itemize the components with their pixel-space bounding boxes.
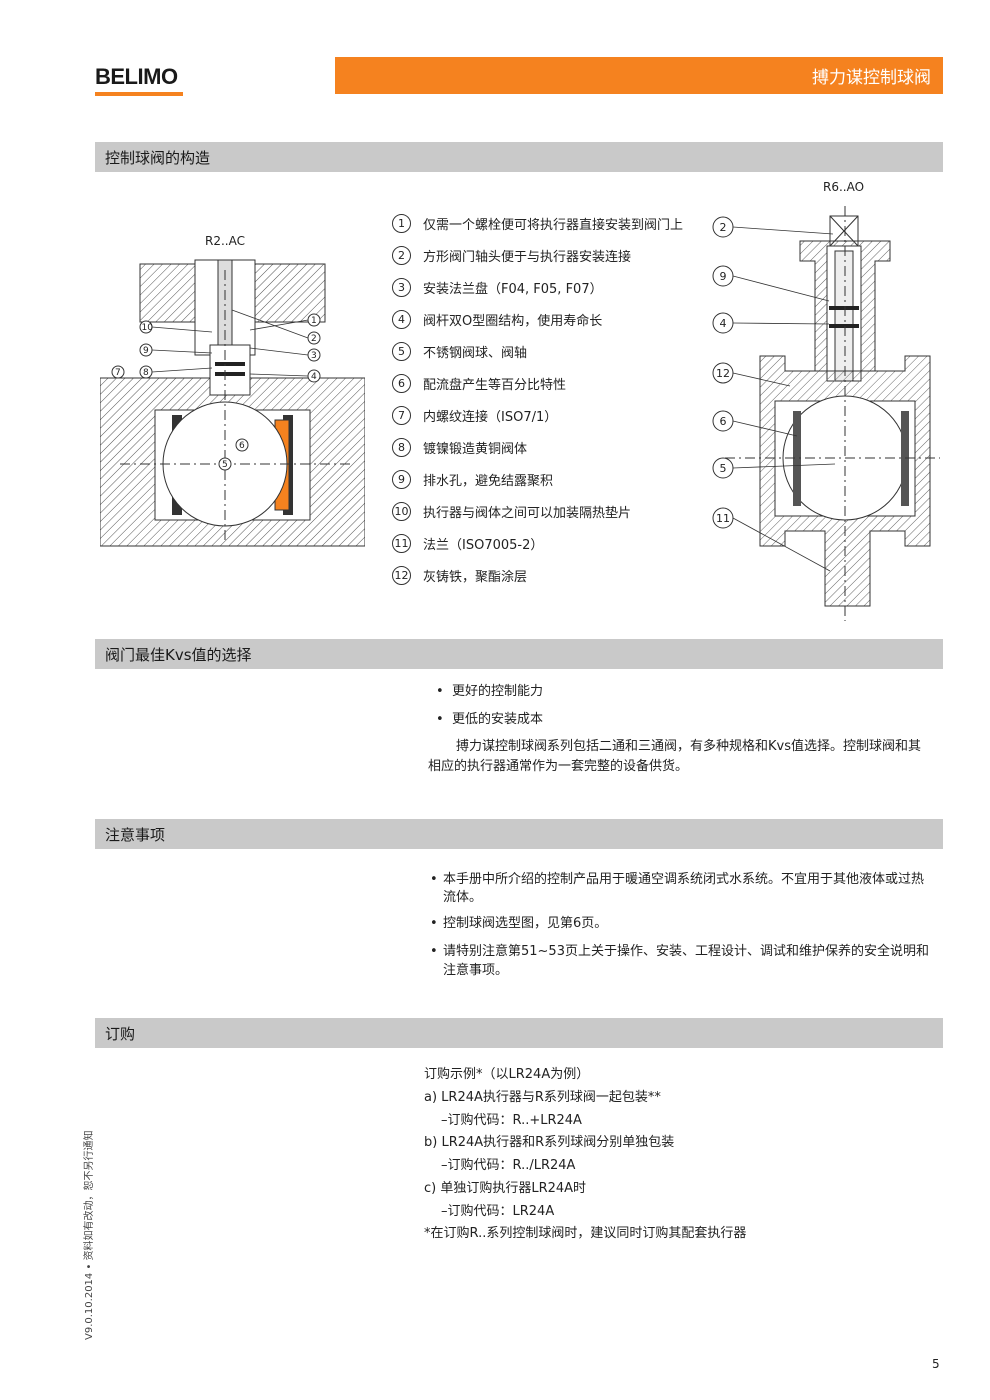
kvs-paragraph-line: 相应的执行器通常作为一套完整的设备供货。 [428, 759, 689, 774]
legend-number: 7 [392, 405, 411, 425]
svg-text:9: 9 [143, 346, 149, 356]
order-line: b) LR24A执行器和R系列球阀分别单独包装 [424, 1135, 675, 1150]
svg-text:8: 8 [143, 368, 149, 378]
kvs-paragraph-line: 搏力谋控制球阀系列包括二通和三通阀，有多种规格和Kvs值选择。控制球阀和其 [456, 739, 921, 754]
svg-text:6: 6 [239, 441, 245, 451]
legend-number: 3 [392, 277, 411, 297]
legend-text: 方形阀门轴头便于与执行器安装连接 [423, 249, 632, 265]
legend-item: 10 执行器与阀体之间可以加装隔热垫片 [392, 500, 631, 522]
legend-number: 11 [392, 533, 411, 553]
legend-number: 8 [392, 437, 411, 457]
legend-text: 安装法兰盘（F04, F05, F07） [423, 281, 603, 297]
header-title: 搏力谋控制球阀 [812, 68, 931, 88]
note-bullet: • [430, 916, 438, 931]
legend-text: 仅需一个螺栓便可将执行器直接安装到阀门上 [423, 217, 684, 233]
legend-text: 灰铸铁，聚酯涂层 [423, 569, 528, 585]
svg-text:11: 11 [716, 512, 730, 525]
section-title: 控制球阀的构造 [105, 148, 211, 167]
legend-item: 3 安装法兰盘（F04, F05, F07） [392, 276, 603, 298]
order-line: 订购示例*（以LR24A为例） [424, 1067, 590, 1082]
svg-text:7: 7 [115, 368, 121, 378]
legend-item: 5 不锈钢阀球、阀轴 [392, 340, 527, 362]
svg-text:5: 5 [222, 460, 228, 470]
legend-text: 阀杆双O型圈结构，使用寿命长 [423, 313, 603, 329]
svg-text:2: 2 [720, 221, 727, 234]
page-number: 5 [932, 1357, 940, 1371]
order-line: –订购代码：R..+LR24A [441, 1113, 582, 1128]
section-title: 阀门最佳Kvs值的选择 [105, 645, 252, 664]
section-header-notes: 注意事项 [95, 819, 943, 849]
kvs-bullet: • 更好的控制能力 [436, 684, 543, 699]
legend-item: 2 方形阀门轴头便于与执行器安装连接 [392, 244, 631, 266]
legend-text: 镀镍锻造黄铜阀体 [423, 441, 528, 457]
svg-text:4: 4 [720, 317, 727, 330]
note-text: 控制球阀选型图，见第6页。 [443, 916, 608, 931]
legend-text: 排水孔，避免结露聚积 [423, 473, 554, 489]
section-header-kvs: 阀门最佳Kvs值的选择 [95, 639, 943, 669]
legend-text: 执行器与阀体之间可以加装隔热垫片 [423, 505, 632, 521]
note-text: 流体。 [443, 890, 483, 905]
valve-r2-cross-section: 10 9 8 7 1 2 3 4 6 5 [100, 259, 365, 547]
logo-underline [95, 92, 183, 96]
svg-text:2: 2 [311, 334, 317, 344]
legend-item: 6 配流盘产生等百分比特性 [392, 372, 566, 394]
section-title: 订购 [105, 1024, 136, 1043]
order-line: –订购代码：R../LR24A [441, 1158, 576, 1173]
kvs-bullet-text: 更好的控制能力 [451, 684, 543, 699]
legend-text: 配流盘产生等百分比特性 [423, 377, 567, 393]
right-diagram-label: R6..AO [823, 180, 865, 194]
legend-text: 不锈钢阀球、阀轴 [423, 345, 528, 361]
note-bullet: • [430, 944, 438, 959]
order-line: a) LR24A执行器与R系列球阀一起包装** [424, 1090, 661, 1105]
header-title-bar: 搏力谋控制球阀 [335, 57, 943, 94]
legend-item: 7 内螺纹连接（ISO7/1） [392, 404, 557, 426]
order-line: –订购代码：LR24A [441, 1204, 555, 1219]
svg-text:1: 1 [311, 316, 317, 326]
order-line: c) 单独订购执行器LR24A时 [424, 1181, 587, 1196]
legend-number: 5 [392, 341, 411, 361]
order-line: *在订购R..系列控制球阀时，建议同时订购其配套执行器 [424, 1226, 747, 1241]
legend-item: 9 排水孔，避免结露聚积 [392, 468, 553, 490]
note-text: 本手册中所介绍的控制产品用于暖通空调系统闭式水系统。不宜用于其他液体或过热 [443, 872, 925, 887]
legend-number: 2 [392, 245, 411, 265]
svg-text:3: 3 [311, 351, 317, 361]
note-text: 注意事项。 [443, 963, 509, 978]
section-title: 注意事项 [105, 825, 166, 844]
logo-text: BELIMO [95, 64, 178, 89]
section-header-order: 订购 [95, 1018, 943, 1048]
svg-text:5: 5 [720, 462, 727, 475]
svg-text:6: 6 [720, 415, 727, 428]
legend-text: 内螺纹连接（ISO7/1） [423, 409, 558, 425]
legend-item: 1 仅需一个螺栓便可将执行器直接安装到阀门上 [392, 212, 683, 234]
section-header-construction: 控制球阀的构造 [95, 142, 943, 172]
legend-number: 9 [392, 469, 411, 489]
legend-item: 12 灰铸铁，聚酯涂层 [392, 564, 527, 586]
version-side-note: V9.0.10.2014 • 资料如有改动，恕不另行通知 [84, 1130, 95, 1340]
legend-number: 4 [392, 309, 411, 329]
valve-r6-cross-section: 2 9 4 12 6 5 11 [712, 206, 940, 621]
belimo-logo: BELIMO [95, 64, 195, 100]
note-text: 请特别注意第51~53页上关于操作、安装、工程设计、调试和维护保养的安全说明和 [443, 944, 929, 959]
svg-text:9: 9 [720, 270, 727, 283]
kvs-bullet: • 更低的安装成本 [436, 712, 543, 727]
legend-number: 10 [392, 501, 411, 521]
legend-number: 12 [392, 565, 411, 585]
left-diagram-label: R2..AC [205, 234, 245, 248]
note-bullet: • [430, 872, 438, 887]
legend-item: 11 法兰（ISO7005-2） [392, 532, 543, 554]
legend-item: 8 镀镍锻造黄铜阀体 [392, 436, 527, 458]
legend-number: 1 [392, 213, 411, 233]
legend-item: 4 阀杆双O型圈结构，使用寿命长 [392, 308, 602, 330]
legend-text: 法兰（ISO7005-2） [423, 537, 544, 553]
svg-text:10: 10 [142, 323, 154, 333]
svg-text:12: 12 [716, 367, 730, 380]
legend-number: 6 [392, 373, 411, 393]
svg-text:4: 4 [311, 372, 317, 382]
kvs-bullet-text: 更低的安装成本 [451, 712, 543, 727]
